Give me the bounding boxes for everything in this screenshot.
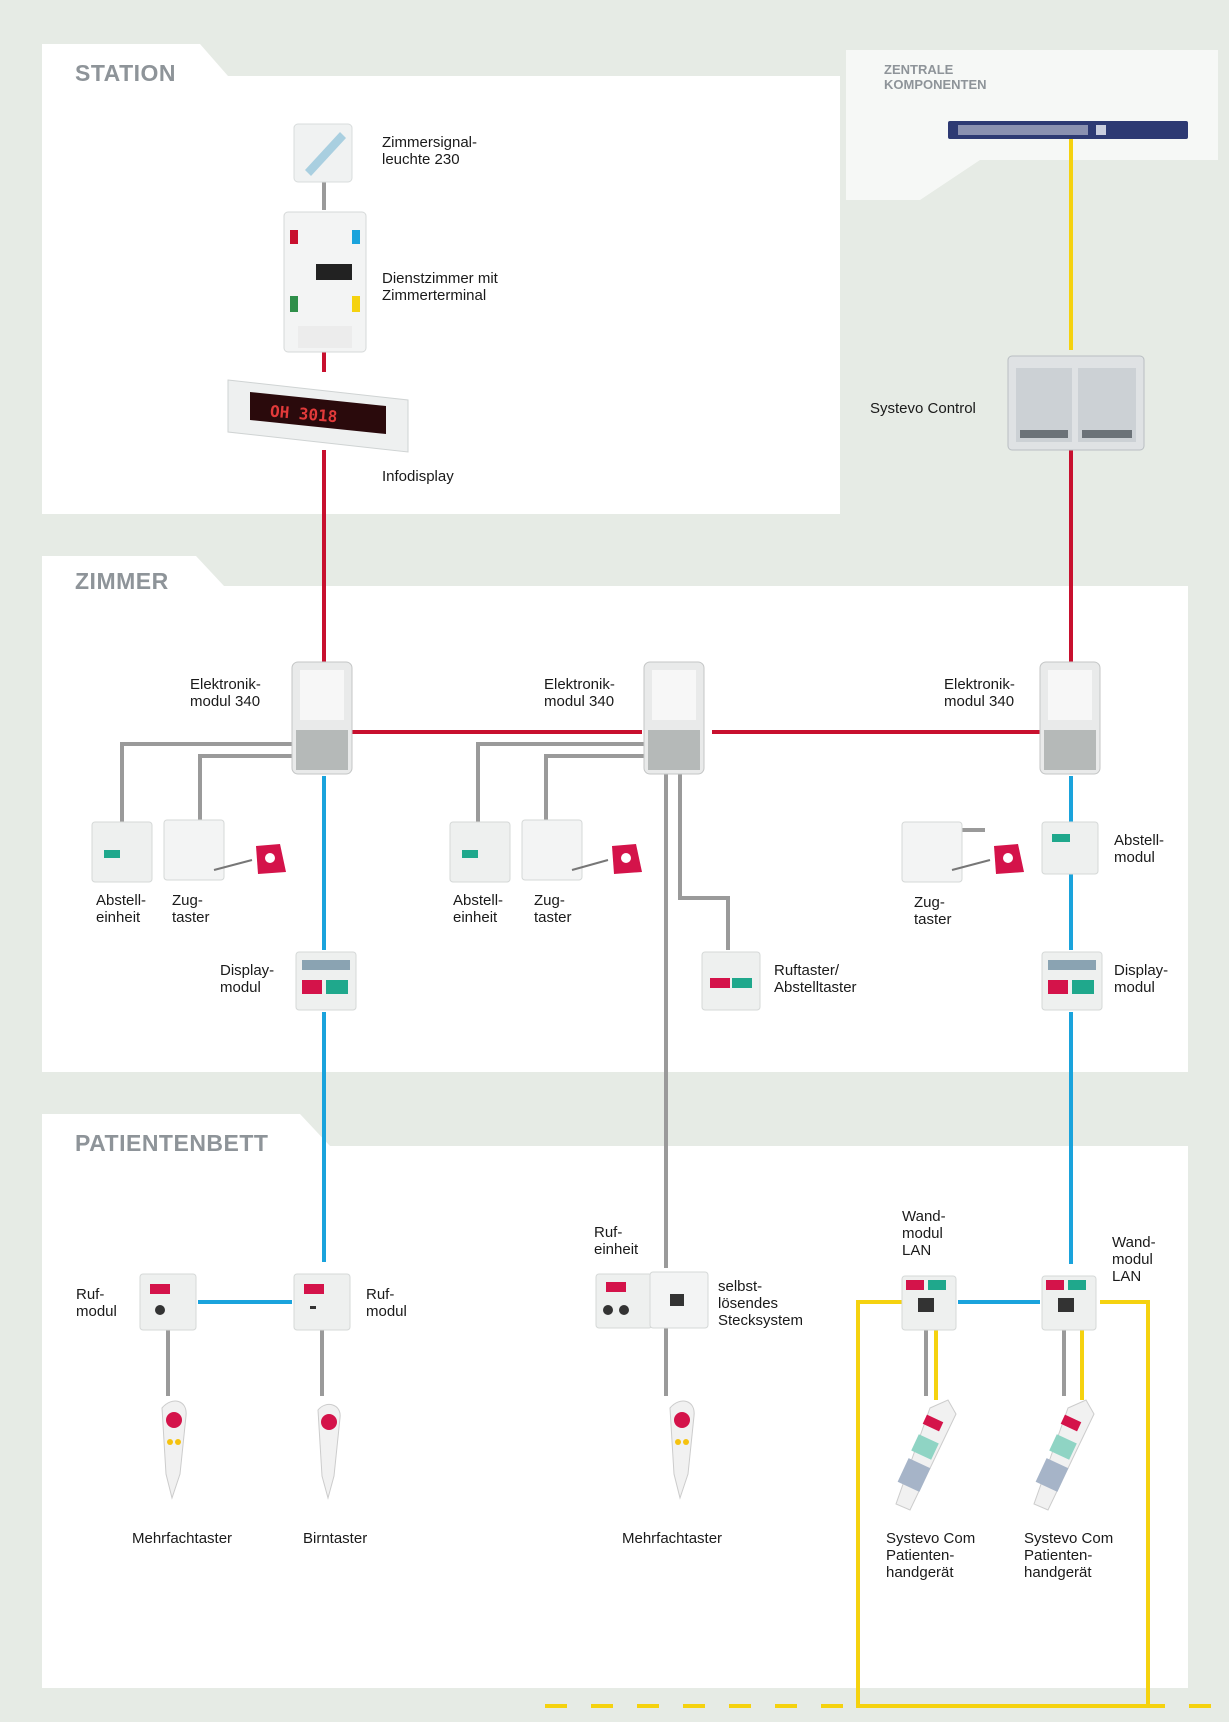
label-elektronikmodul-1: Elektronik- modul 340	[190, 676, 261, 710]
zugtaster-1-device	[163, 819, 286, 881]
label-systevo-com-1: Systevo Com Patienten- handgerät	[886, 1530, 976, 1581]
yellow-lines	[856, 136, 1150, 1708]
label-zugtaster-3: Zug- taster	[914, 894, 952, 928]
label-displaymodul-2: Display- modul	[1114, 962, 1169, 996]
elektronikmodul-1-device	[291, 661, 353, 775]
label-zugtaster-2: Zug- taster	[534, 892, 572, 926]
systevo-control-device	[1007, 355, 1145, 451]
birntaster-device	[317, 1403, 341, 1500]
label-birntaster: Birntaster	[303, 1530, 368, 1547]
systevo-com-1-device	[895, 1399, 957, 1511]
gray-lines	[120, 182, 1066, 1396]
rufeinheit-device	[595, 1273, 653, 1329]
dienstzimmer-terminal-device	[283, 211, 367, 353]
label-systevo-control: Systevo Control	[870, 400, 976, 417]
abstelleinheit-1-device	[91, 821, 153, 883]
systevo-com-2-device	[1033, 1399, 1095, 1511]
elektronikmodul-2-device	[643, 661, 705, 775]
abstellmodul-device	[1041, 821, 1099, 875]
label-elektronikmodul-2: Elektronik- modul 340	[544, 676, 615, 710]
label-abstellmodul: Abstell- modul	[1114, 832, 1165, 866]
label-rufmodul-1: Ruf- modul	[76, 1286, 117, 1320]
label-stecksystem: selbst- lösendes Stecksystem	[718, 1278, 804, 1329]
displaymodul-2-device	[1041, 951, 1103, 1011]
section-title-zentrale: ZENTRALE KOMPONENTEN	[884, 62, 987, 92]
label-rufeinheit: Ruf- einheit	[594, 1224, 639, 1258]
label-elektronikmodul-3: Elektronik- modul 340	[944, 676, 1015, 710]
zimmer-panel	[42, 556, 1188, 1072]
network-switch-device	[948, 121, 1188, 139]
abstelleinheit-2-device	[449, 821, 511, 883]
stecksystem-device	[649, 1271, 709, 1329]
section-title-patientenbett: PATIENTENBETT	[75, 1130, 269, 1156]
mehrfachtaster-1-device	[161, 1400, 187, 1500]
label-mehrfachtaster-1: Mehrfachtaster	[132, 1530, 233, 1547]
label-wandmodul-1: Wand- modul LAN	[902, 1208, 946, 1259]
label-abstelleinheit-1: Abstell- einheit	[96, 892, 147, 926]
label-dienstzimmer: Dienstzimmer mit Zimmerterminal	[382, 270, 498, 304]
elektronikmodul-3-device	[1039, 661, 1101, 775]
mehrfachtaster-2-device	[669, 1400, 695, 1500]
wandmodul-1-device	[901, 1275, 957, 1331]
section-title-zimmer: ZIMMER	[75, 568, 169, 594]
zugtaster-2-device	[521, 819, 642, 881]
infodisplay-device: OH 3018	[227, 379, 409, 453]
label-ruftaster: Ruftaster/ Abstelltaster	[774, 962, 857, 996]
label-displaymodul-1: Display- modul	[220, 962, 275, 996]
label-zugtaster-1: Zug- taster	[172, 892, 210, 926]
red-bus-lines	[322, 345, 1073, 734]
rufmodul-1-device	[139, 1273, 197, 1331]
label-systevo-com-2: Systevo Com Patienten- handgerät	[1024, 1530, 1114, 1581]
label-rufmodul-2: Ruf- modul	[366, 1286, 407, 1320]
zugtaster-3-device	[901, 821, 1024, 883]
label-zimmersignalleuchte: Zimmersignal- leuchte 230	[382, 134, 478, 168]
section-title-station: STATION	[75, 60, 177, 86]
label-wandmodul-2: Wand- modul LAN	[1112, 1234, 1156, 1285]
blue-lines	[198, 776, 1073, 1304]
label-infodisplay: Infodisplay	[382, 468, 454, 485]
zimmersignalleuchte-device	[293, 123, 353, 183]
wandmodul-2-device	[1041, 1275, 1097, 1331]
patientenbett-panel	[42, 1114, 1188, 1688]
label-abstelleinheit-2: Abstell- einheit	[453, 892, 504, 926]
ruftaster-device	[701, 951, 761, 1011]
displaymodul-1-device	[295, 951, 357, 1011]
label-mehrfachtaster-2: Mehrfachtaster	[622, 1530, 723, 1547]
rufmodul-2-device	[293, 1273, 351, 1331]
